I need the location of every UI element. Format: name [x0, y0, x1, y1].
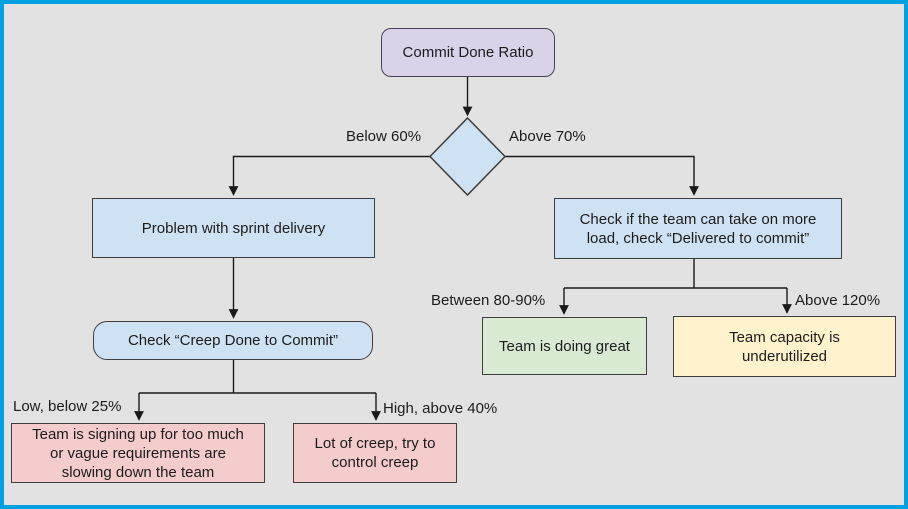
node-lot-of-creep: Lot of creep, try to control creep: [293, 423, 457, 483]
edge-load-split: [564, 259, 787, 289]
decision-diamond: [428, 116, 507, 197]
edge-label-above-70: Above 70%: [509, 128, 586, 145]
node-check-team-load: Check if the team can take on more load,…: [554, 198, 842, 259]
edge-decision-to-problem: [228, 155, 430, 196]
node-team-doing-great: Team is doing great: [482, 317, 647, 375]
edge-label-high-above-40: High, above 40%: [383, 400, 498, 417]
node-problem-sprint-delivery: Problem with sprint delivery: [92, 198, 375, 258]
edge-decision-to-check-load: [505, 155, 699, 196]
node-capacity-underutilized: Team capacity is underutilized: [673, 316, 896, 377]
edge-label-low-below-25: Low, below 25%: [13, 398, 122, 415]
node-commit-done-ratio: Commit Done Ratio: [381, 28, 555, 77]
edge-label-above-120: Above 120%: [795, 292, 881, 309]
edge-label-below-60: Below 60%: [346, 128, 422, 145]
node-check-creep-done-to-commit: Check “Creep Done to Commit”: [93, 321, 373, 360]
edge-label-between-80-90: Between 80-90%: [431, 292, 546, 309]
node-signing-up-too-much: Team is signing up for too much or vague…: [11, 423, 265, 483]
edge-creep-split: [139, 360, 376, 394]
